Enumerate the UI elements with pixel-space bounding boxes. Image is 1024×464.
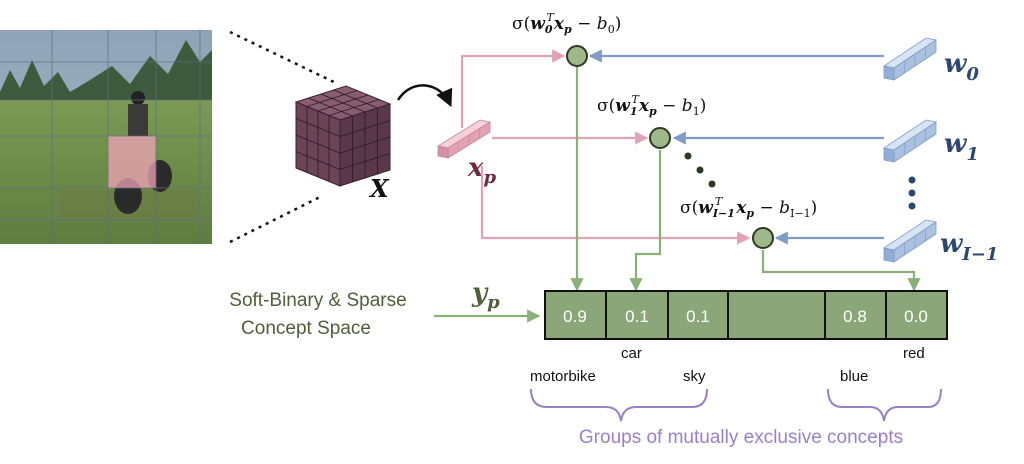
concept-name-blue: blue <box>840 368 868 385</box>
formula-0: σ(w0Txp − b0) <box>512 11 621 36</box>
xp-label: xp <box>467 153 497 188</box>
weight-label-1: w1 <box>944 129 979 165</box>
concept-cell-1: 0.1 <box>625 307 649 326</box>
concept-cell-5: 0.0 <box>904 307 928 326</box>
concept-vector: 0.9 0.1 0.1 0.8 0.0 <box>544 290 948 340</box>
sigmoid-node-I-1 <box>752 227 774 249</box>
formula-1: σ(w1Txp − b1) <box>597 93 706 118</box>
xp-vector <box>436 119 492 159</box>
groups-caption: Groups of mutually exclusive concepts <box>579 427 903 448</box>
weight-vector-I-1 <box>882 219 938 263</box>
blue-connections <box>588 49 884 245</box>
concept-name-sky: sky <box>683 368 706 385</box>
group-brace-left <box>530 388 708 422</box>
yp-label: yp <box>471 278 500 313</box>
nodes-ellipsis <box>684 152 716 188</box>
motorbike-field-photo <box>0 30 212 244</box>
group-brace-right <box>827 388 942 422</box>
feature-cube <box>294 85 392 187</box>
weight-vector-1 <box>882 119 938 163</box>
curved-arrow <box>396 84 453 108</box>
cube-label-X: X <box>368 174 390 203</box>
concept-name-car: car <box>621 345 642 362</box>
concept-space-line1: Soft-Binary & Sparse <box>229 290 406 311</box>
concept-cell-0: 0.9 <box>563 307 587 326</box>
concept-cell-2: 0.1 <box>686 307 710 326</box>
weights-ellipsis <box>908 176 916 210</box>
green-connections <box>570 67 921 292</box>
weight-vector-0 <box>882 37 938 81</box>
projection-line-bottom <box>229 194 323 244</box>
concept-space-line2: Concept Space <box>241 318 371 339</box>
concept-name-red: red <box>903 345 925 362</box>
image-grid <box>0 30 212 244</box>
weight-label-I-1: wI−1 <box>940 229 998 265</box>
concept-name-motorbike: motorbike <box>530 368 596 385</box>
concept-cell-4: 0.8 <box>843 307 867 326</box>
patch-highlight <box>108 136 156 188</box>
sigmoid-node-0 <box>566 45 588 67</box>
weight-label-0: w0 <box>944 49 979 85</box>
sigmoid-node-1 <box>649 127 671 149</box>
projection-line-top <box>229 30 339 86</box>
